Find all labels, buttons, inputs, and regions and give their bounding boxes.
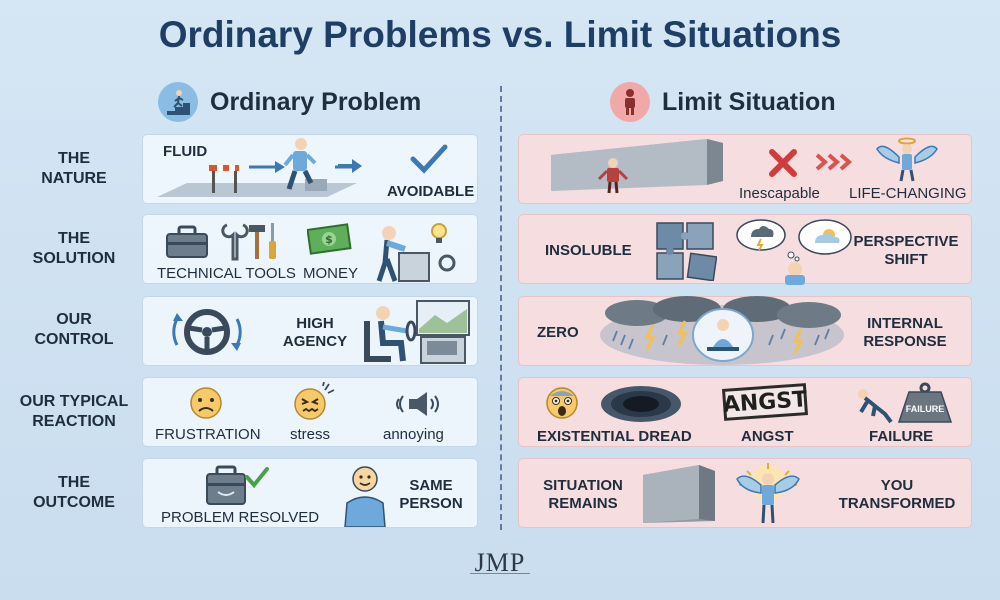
stress-label: stress: [290, 426, 331, 443]
weight-icon: [897, 382, 953, 423]
row-label-line: CONTROL: [34, 331, 114, 348]
wall-block-icon: [643, 465, 715, 523]
arrow-right-icon: [338, 159, 362, 173]
column-divider: [500, 86, 502, 530]
limit-situation-heading: Limit Situation: [610, 78, 836, 126]
repairing-person-icon: [376, 223, 456, 282]
row-label-line: OUR: [56, 311, 92, 328]
standing-person-icon: [610, 82, 650, 122]
speaker-icon: [396, 392, 439, 416]
wall-person-icon: [551, 139, 723, 194]
high-label: HIGH: [296, 315, 334, 332]
page-title: Ordinary Problems vs. Limit Situations: [158, 14, 842, 55]
stepping-person-icon: [283, 138, 317, 190]
row-label-solution: THE SOLUTION: [8, 212, 140, 286]
angst-stamp: ANGST: [721, 383, 809, 421]
thought-clouds-icon: [736, 219, 852, 285]
checkmark-icon: [410, 144, 448, 174]
transformed-angel-icon: [736, 463, 800, 524]
person-icon: [344, 466, 386, 527]
wrench-hammer-icon: [221, 223, 276, 261]
insoluble-label: INSOLUBLE: [545, 242, 632, 259]
toolbox-check-icon: [206, 465, 269, 505]
angst-label: ANGST: [741, 428, 794, 445]
technical-tools-label: TECHNICAL TOOLS: [157, 265, 296, 282]
life-changing-label: LIFE-CHANGING: [849, 185, 967, 202]
money-icon: $: [307, 223, 352, 255]
row-label-line: OUTCOME: [33, 494, 115, 511]
logo-underline: [470, 573, 530, 575]
ordinary-nature-panel: FLUID AVOIDABLE: [142, 134, 478, 204]
weight-label: FAILURE: [905, 404, 945, 414]
row-label-outcome: THE OUTCOME: [8, 456, 140, 530]
row-label-control: OUR CONTROL: [8, 293, 140, 367]
zero-label: ZERO: [537, 324, 579, 341]
puzzle-icon: [656, 222, 717, 281]
row-label-nature: THE NATURE: [8, 132, 140, 206]
limit-outcome-panel: SITUATION REMAINS YOU TRANSFORMED: [518, 458, 972, 528]
situation-label: SITUATION: [543, 477, 623, 494]
row-label-line: REACTION: [32, 413, 116, 430]
driver-seat-icon: [364, 300, 470, 364]
row-label-line: NATURE: [41, 170, 107, 187]
limit-solution-panel: INSOLUBLE PERSPECTIVE SHIFT: [518, 214, 972, 285]
climbing-person-icon: [158, 82, 198, 122]
avoidable-label: AVOIDABLE: [387, 183, 475, 200]
limit-nature-panel: Inescapable LIFE-CHANGING: [518, 134, 972, 204]
money-label: MONEY: [303, 265, 359, 282]
sad-face-icon: [190, 387, 222, 419]
shift-label: SHIFT: [884, 251, 928, 268]
problem-resolved-label: PROBLEM RESOLVED: [161, 509, 320, 526]
ordinary-outcome-panel: PROBLEM RESOLVED SAME PERSON: [142, 458, 478, 528]
inescapable-label: Inescapable: [739, 185, 820, 202]
limit-situation-label: Limit Situation: [662, 87, 836, 116]
row-label-line: OUR TYPICAL: [19, 393, 129, 410]
you-label: YOU: [880, 477, 914, 494]
fluid-label: FLUID: [163, 143, 208, 160]
remains-label: REMAINS: [548, 495, 618, 512]
row-label-reaction: OUR TYPICAL REACTION: [8, 375, 140, 449]
internal-label: INTERNAL: [867, 315, 943, 332]
black-hole-icon: [601, 386, 681, 422]
row-label-line: THE: [58, 150, 90, 167]
row-label-line: SOLUTION: [32, 250, 116, 267]
existential-dread-label: EXISTENTIAL DREAD: [537, 428, 692, 445]
limit-control-panel: ZERO INTERNAL RESPONSE: [518, 296, 972, 366]
row-label-line: THE: [58, 474, 90, 491]
failure-weight: FAILURE: [897, 382, 953, 424]
shocked-face-icon: [546, 387, 578, 419]
limit-reaction-panel: ANGST FAILURE EXISTENTIAL DREAD ANGST FA…: [518, 377, 972, 447]
storm-meditation-icon: [600, 296, 844, 365]
row-label-line: THE: [58, 230, 90, 247]
response-label: RESPONSE: [863, 333, 947, 350]
chevrons-icon: [815, 153, 853, 171]
svg-text:$: $: [325, 233, 333, 246]
stressed-face-icon: [294, 382, 335, 420]
cross-icon: [769, 149, 797, 177]
agency-label: AGENCY: [282, 333, 348, 350]
annoying-label: annoying: [383, 426, 444, 443]
perspective-label: PERSPECTIVE: [853, 233, 959, 250]
ordinary-solution-panel: $ TECHNICAL TOOLS MONEY: [142, 214, 478, 284]
ordinary-problem-heading: Ordinary Problem: [158, 78, 421, 126]
barrier-path-icon: [157, 161, 357, 197]
frustration-label: FRUSTRATION: [155, 426, 261, 443]
failure-label: FAILURE: [869, 428, 934, 445]
ordinary-problem-label: Ordinary Problem: [210, 87, 422, 116]
person-label: PERSON: [399, 495, 463, 512]
ordinary-control-panel: HIGH AGENCY: [142, 296, 478, 366]
toolbox-icon: [166, 225, 208, 258]
same-label: SAME: [409, 477, 453, 494]
ordinary-reaction-panel: FRUSTRATION stress annoying: [142, 377, 478, 447]
jmp-logo: JMP: [474, 548, 526, 577]
angel-icon: [876, 137, 938, 182]
kneeling-person-icon: [858, 389, 893, 424]
steering-wheel-icon: [172, 309, 242, 355]
transformed-label: TRANSFORMED: [838, 495, 956, 512]
